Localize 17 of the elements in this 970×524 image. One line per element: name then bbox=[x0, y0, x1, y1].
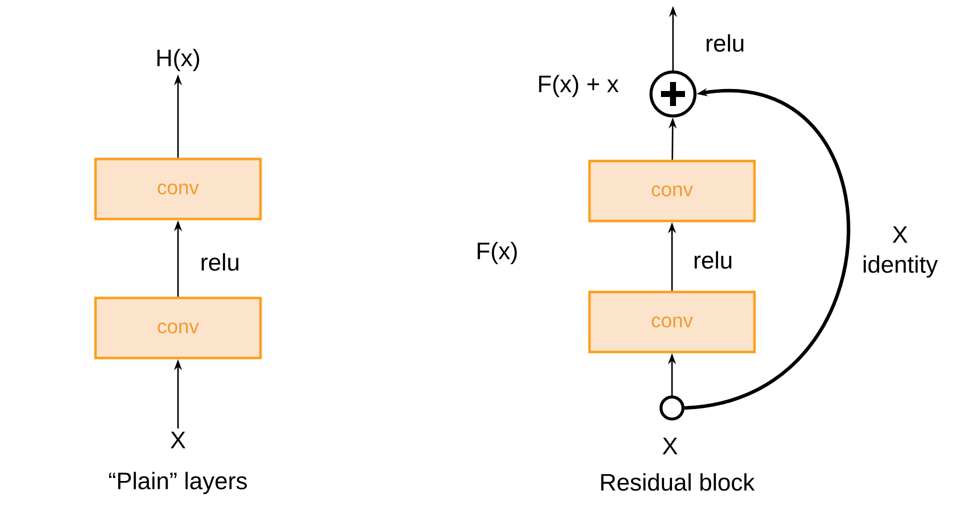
edge-label: relu bbox=[692, 250, 734, 270]
process-box: conv bbox=[94, 158, 262, 220]
caption: “Plain” layers bbox=[109, 472, 247, 494]
sum-circle bbox=[650, 70, 696, 118]
process-box: conv bbox=[588, 290, 756, 354]
caption: Residual block bbox=[601, 473, 755, 491]
function-label: F(x) bbox=[478, 242, 517, 264]
node-caption: F(x) + x bbox=[539, 74, 619, 98]
process-box: conv bbox=[588, 160, 756, 222]
edge-label: relu bbox=[704, 33, 746, 53]
node-label: X bbox=[170, 432, 186, 448]
node-label: H(x) bbox=[157, 48, 200, 72]
node-caption: X bbox=[662, 438, 678, 454]
edge-label: X identity bbox=[860, 225, 940, 279]
process-box: conv bbox=[94, 296, 262, 360]
input-circle bbox=[660, 395, 684, 420]
edge-label: relu bbox=[199, 252, 241, 272]
